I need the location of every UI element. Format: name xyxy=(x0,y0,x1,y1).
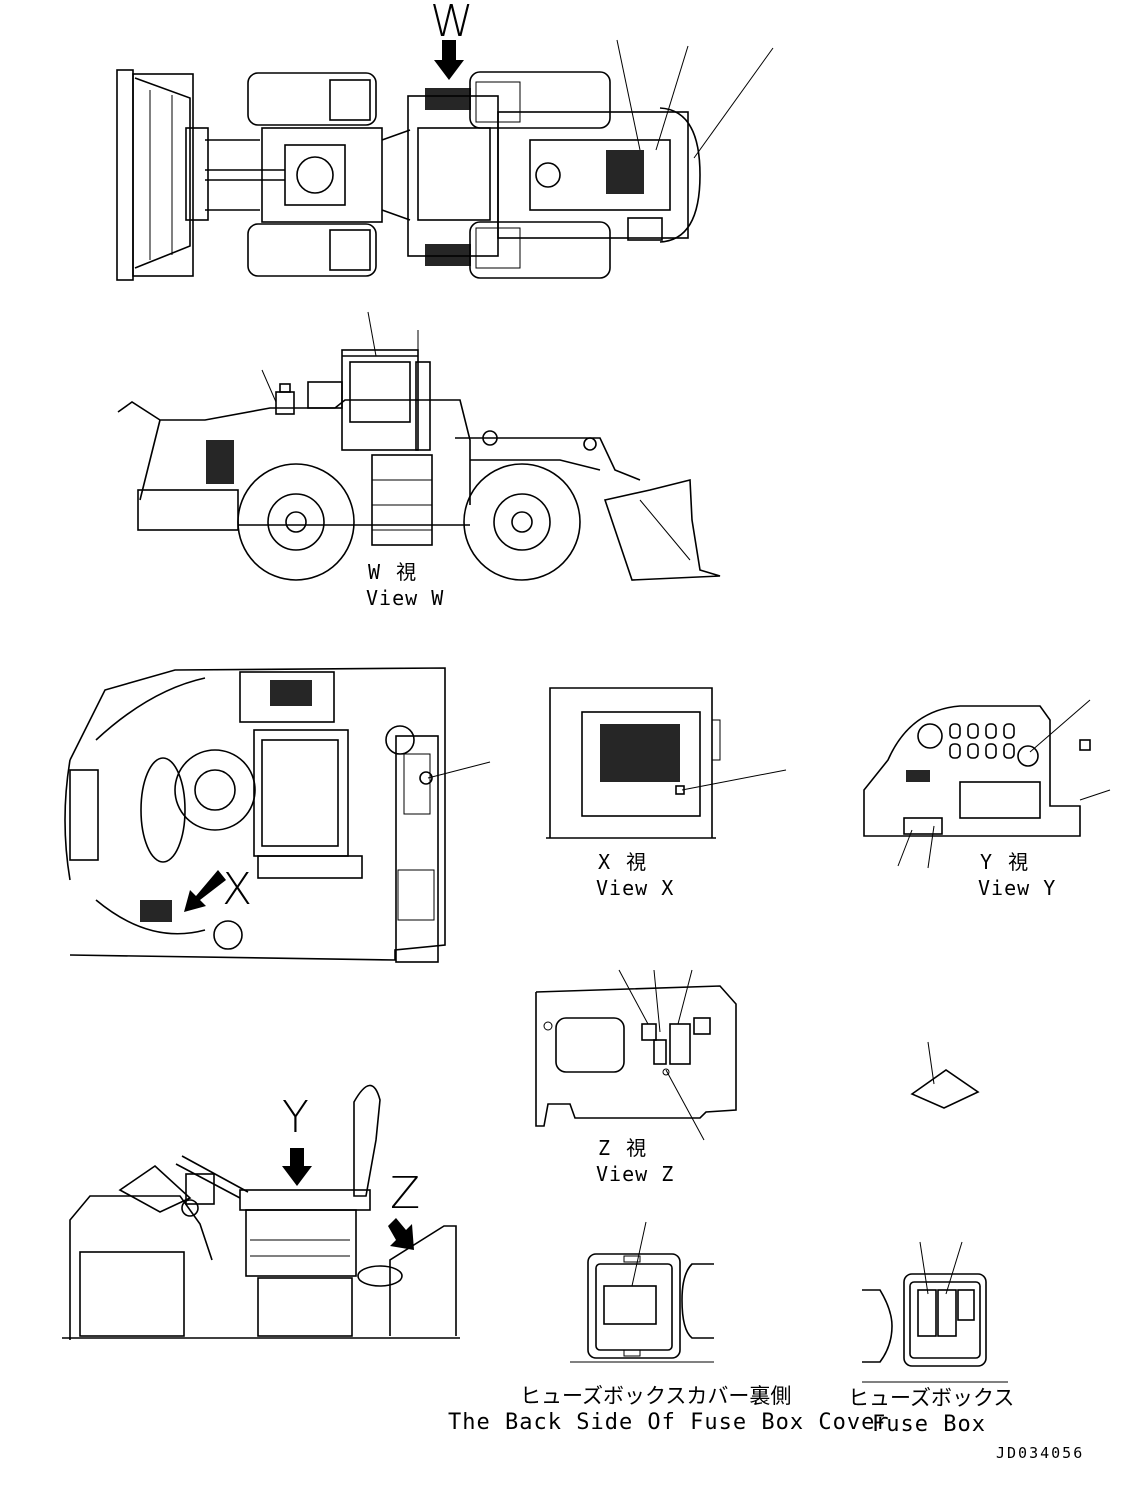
down-arrow-icon xyxy=(282,1148,312,1186)
view-z-arrow-letter: Z xyxy=(390,1168,421,1219)
cab-floor-view xyxy=(64,667,491,963)
view-z-title-en: View Z xyxy=(596,1162,675,1186)
small-label-plate xyxy=(910,1041,980,1109)
top-view-loader xyxy=(116,39,774,281)
view-y-title-jp: Y 視 xyxy=(980,850,1031,874)
view-y-arrow-letter: Y xyxy=(282,1092,309,1143)
seat-side-view xyxy=(62,1084,460,1340)
view-y-title-en: View Y xyxy=(978,876,1057,900)
fuse-box-cover-caption-jp: ヒューズボックスカバー裏側 xyxy=(520,1384,792,1408)
view-z-panel xyxy=(535,969,737,1141)
view-x-arrow-letter: X xyxy=(222,864,253,915)
view-x-title-en: View X xyxy=(596,876,675,900)
view-z-title-jp: Z 視 xyxy=(598,1136,649,1160)
view-x-title-jp: X 視 xyxy=(598,850,649,874)
view-w-title-jp: W 視 xyxy=(368,560,419,584)
fuse-box-cover-caption-en: The Back Side Of Fuse Box Cover xyxy=(448,1410,890,1435)
fuse-box xyxy=(862,1241,1008,1383)
view-w-title-en: View W xyxy=(366,586,445,610)
fuse-box-caption-jp: ヒューズボックス xyxy=(848,1386,1015,1410)
fuse-box-caption-en: Fuse Box xyxy=(872,1412,986,1437)
down-arrow-icon xyxy=(434,40,464,80)
view-y-panel xyxy=(863,699,1111,869)
diagonal-arrow-icon xyxy=(184,870,226,912)
fuse-box-cover-back xyxy=(570,1221,714,1363)
view-w-arrow-letter: W xyxy=(430,0,474,47)
side-view-loader xyxy=(117,311,721,581)
view-x-panel xyxy=(546,687,787,839)
drawing-number: JD034056 xyxy=(996,1444,1085,1462)
diagonal-arrow-icon xyxy=(388,1218,414,1250)
